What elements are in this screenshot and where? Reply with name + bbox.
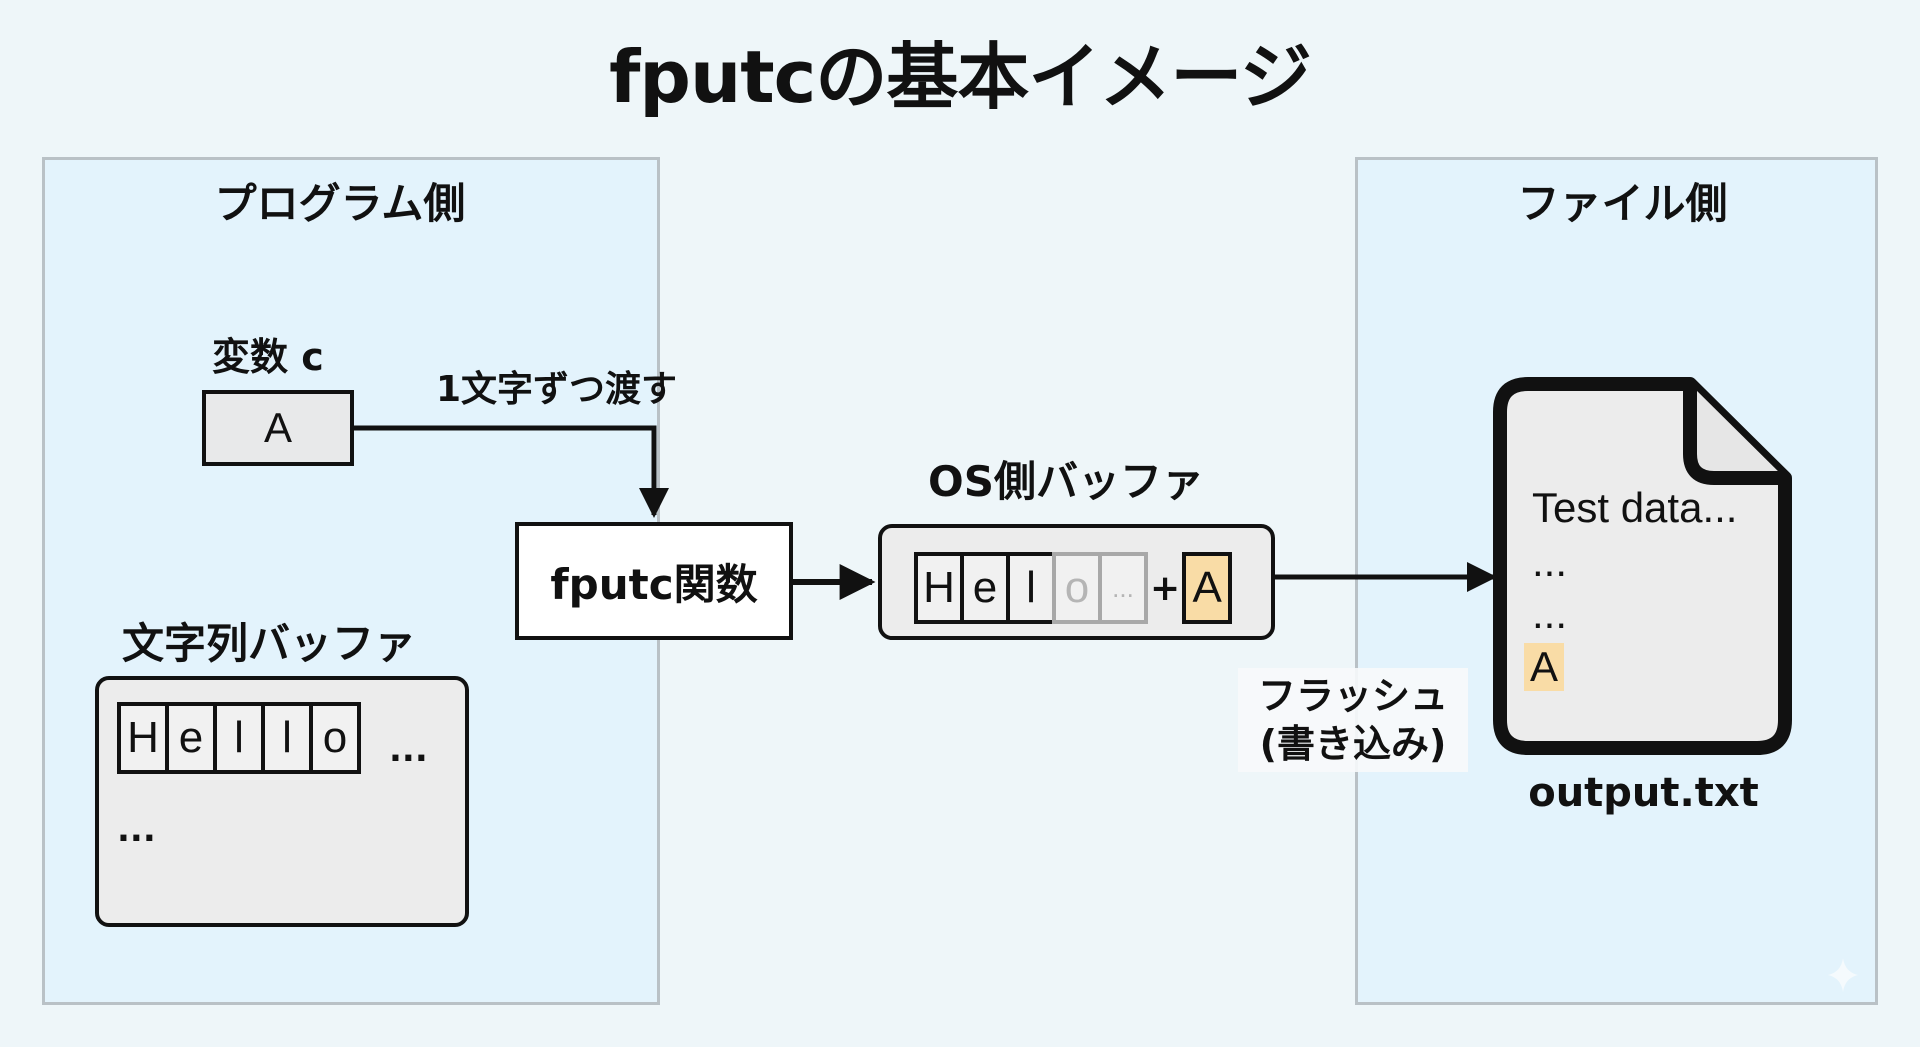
- variable-label: 変数 c: [212, 335, 324, 379]
- flush-label-line1: フラッシュ: [1257, 674, 1448, 718]
- file-side-panel: [1355, 157, 1878, 1005]
- os-buffer-cell: l: [1006, 552, 1056, 624]
- file-line-3: ...: [1532, 590, 1568, 637]
- variable-c-box: A: [202, 390, 354, 466]
- string-buffer-cell: H: [117, 702, 169, 774]
- string-buffer-cell: e: [165, 702, 217, 774]
- os-buffer-plus: +: [1150, 567, 1181, 609]
- file-side-label: ファイル側: [1517, 179, 1728, 228]
- os-buffer-cell: e: [960, 552, 1010, 624]
- string-buffer-trailing-ellipsis: ...: [389, 730, 428, 770]
- page-title: fputcの基本イメージ: [609, 35, 1312, 119]
- pass-one-char-label: 1文字ずつ渡す: [436, 369, 678, 410]
- string-buffer-label: 文字列バッファ: [122, 619, 417, 668]
- program-side-label: プログラム側: [214, 179, 466, 228]
- output-filename: output.txt: [1528, 770, 1759, 816]
- flush-label: フラッシュ (書き込み): [1238, 668, 1468, 772]
- os-buffer-cell: o: [1052, 552, 1102, 624]
- string-buffer-cell: l: [213, 702, 265, 774]
- os-buffer-cell: H: [914, 552, 964, 624]
- os-buffer-cell: ...: [1098, 552, 1148, 624]
- file-line-1: Test data...: [1532, 484, 1738, 531]
- file-line-2: ...: [1532, 538, 1568, 585]
- os-buffer-appended-cell: A: [1182, 552, 1233, 624]
- flush-label-line2: (書き込み): [1259, 722, 1447, 766]
- string-buffer-next-line: ...: [117, 810, 156, 850]
- string-buffer-cell: l: [261, 702, 313, 774]
- os-buffer-label: OS側バッファ: [928, 457, 1204, 506]
- string-buffer-cell: o: [309, 702, 361, 774]
- file-appended-char: A: [1524, 643, 1565, 691]
- fputc-function-box: fputc関数: [515, 522, 793, 640]
